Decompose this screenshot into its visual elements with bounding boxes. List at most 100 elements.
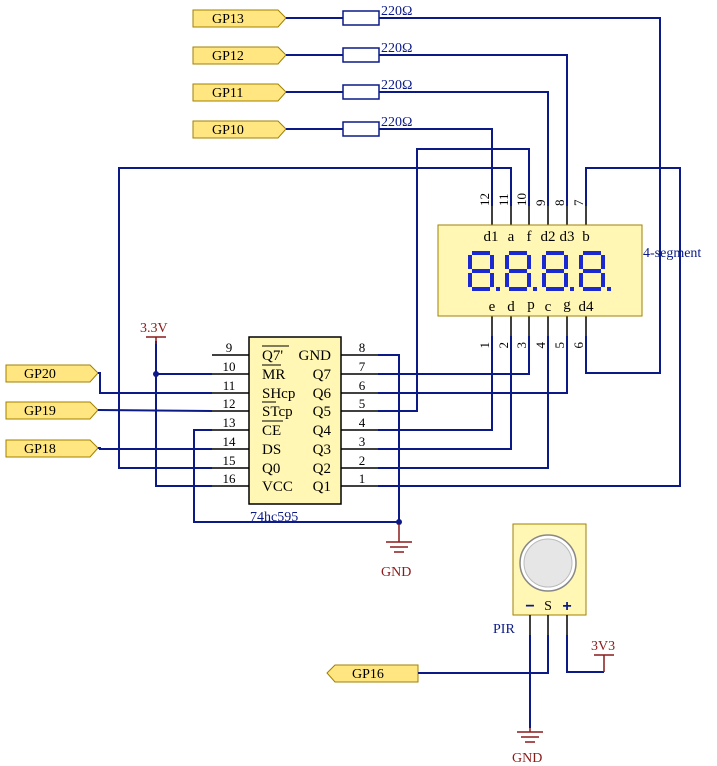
digit-2-segment-2 <box>527 273 531 287</box>
ground-symbol-pir: GND <box>512 728 543 766</box>
digit-1-segment-0 <box>472 251 490 255</box>
net-label-gp19: GP19 <box>5 401 99 420</box>
svg-text:5: 5 <box>359 396 366 411</box>
svg-text:GP11: GP11 <box>212 86 243 101</box>
svg-text:Q2: Q2 <box>313 461 331 477</box>
digit-4-segment-5 <box>579 255 583 269</box>
svg-text:Q6: Q6 <box>313 386 332 402</box>
svg-text:GP10: GP10 <box>212 123 244 138</box>
svg-text:2: 2 <box>359 453 366 468</box>
svg-text:15: 15 <box>223 453 236 468</box>
svg-text:11: 11 <box>223 378 236 393</box>
digit-3-segment-0 <box>546 251 564 255</box>
svg-text:Q7': Q7' <box>262 348 283 364</box>
shift-register-74hc595: 9 10 11 12 13 14 15 16 Q7' MR SHcp STcp … <box>212 336 378 525</box>
digit-3 <box>542 251 574 291</box>
pir-plus-label: + <box>562 598 571 615</box>
svg-text:Q7: Q7 <box>313 367 332 383</box>
digit-4-segment-2 <box>601 273 605 287</box>
svg-text:12: 12 <box>223 396 236 411</box>
net-label-gp11: GP11 <box>192 83 287 102</box>
svg-text:3V3: 3V3 <box>591 639 615 654</box>
svg-text:3: 3 <box>514 342 529 349</box>
svg-text:p: p <box>527 297 535 313</box>
digit-4-decimal-point <box>607 287 611 291</box>
svg-text:d4: d4 <box>579 299 595 315</box>
svg-text:GND: GND <box>512 751 542 766</box>
svg-text:16: 16 <box>223 471 237 486</box>
pir-signal-label: S <box>544 599 552 614</box>
digit-1-segment-4 <box>468 273 472 287</box>
net-label-gp16: GP16 <box>326 664 419 683</box>
svg-text:Q1: Q1 <box>313 479 331 495</box>
digit-3-segment-4 <box>542 273 546 287</box>
wires-gp-to-ic <box>97 341 213 487</box>
svg-text:7: 7 <box>359 359 366 374</box>
svg-text:GND: GND <box>299 348 332 364</box>
resistor-r3: 220Ω <box>286 78 412 100</box>
digit-4-segment-3 <box>583 287 601 291</box>
digit-2-segment-6 <box>509 269 527 273</box>
digit-2 <box>505 251 537 291</box>
svg-text:13: 13 <box>223 415 236 430</box>
svg-text:d3: d3 <box>560 229 575 245</box>
svg-text:MR: MR <box>262 367 285 383</box>
svg-text:GP12: GP12 <box>212 49 244 64</box>
svg-text:3.3V: 3.3V <box>140 321 168 336</box>
svg-text:220Ω: 220Ω <box>381 4 412 19</box>
svg-text:c: c <box>545 299 552 315</box>
digit-3-segment-2 <box>564 273 568 287</box>
svg-text:d1: d1 <box>484 229 499 245</box>
svg-text:GND: GND <box>381 565 411 580</box>
svg-text:3: 3 <box>359 434 366 449</box>
svg-text:5: 5 <box>552 342 567 349</box>
svg-text:220Ω: 220Ω <box>381 41 412 56</box>
svg-text:VCC: VCC <box>262 479 293 495</box>
digit-1 <box>468 251 500 291</box>
digit-2-segment-1 <box>527 255 531 269</box>
svg-text:DS: DS <box>262 442 281 458</box>
digit-1-segment-2 <box>490 273 494 287</box>
wires-outputs-to-display <box>118 148 681 525</box>
digit-1-segment-1 <box>490 255 494 269</box>
digit-4 <box>579 251 611 291</box>
svg-text:Q3: Q3 <box>313 442 331 458</box>
digit-2-segment-3 <box>509 287 527 291</box>
svg-text:e: e <box>489 299 496 315</box>
svg-text:12: 12 <box>477 193 492 206</box>
wires-resistors-to-display <box>379 17 661 374</box>
svg-text:4: 4 <box>533 342 548 349</box>
svg-text:Q4: Q4 <box>313 423 332 439</box>
digit-4-segment-1 <box>601 255 605 269</box>
pir-name: PIR <box>493 622 515 637</box>
resistor-r1: 220Ω <box>286 4 412 26</box>
net-label-gp13: GP13 <box>192 9 287 28</box>
svg-text:10: 10 <box>223 359 236 374</box>
digit-3-segment-1 <box>564 255 568 269</box>
ground-symbol-ic: GND <box>381 524 412 580</box>
svg-text:6: 6 <box>359 378 366 393</box>
svg-text:1: 1 <box>359 471 366 486</box>
svg-text:STcp: STcp <box>262 404 293 420</box>
svg-text:2: 2 <box>496 342 511 349</box>
digit-2-segment-0 <box>509 251 527 255</box>
svg-text:a: a <box>508 229 515 245</box>
svg-text:8: 8 <box>359 340 366 355</box>
digit-2-segment-4 <box>505 273 509 287</box>
svg-text:g: g <box>563 297 571 313</box>
svg-text:Q0: Q0 <box>262 461 280 477</box>
digit-3-segment-6 <box>546 269 564 273</box>
svg-text:GP16: GP16 <box>352 667 384 682</box>
svg-text:4: 4 <box>359 415 366 430</box>
digit-4-segment-6 <box>583 269 601 273</box>
svg-text:220Ω: 220Ω <box>381 115 412 130</box>
pir-sensor: − S + PIR <box>493 523 587 637</box>
net-label-gp12: GP12 <box>192 46 287 65</box>
net-label-gp20: GP20 <box>5 364 99 383</box>
svg-text:GP13: GP13 <box>212 12 244 27</box>
svg-text:6: 6 <box>571 342 586 349</box>
net-label-gp18: GP18 <box>5 439 99 458</box>
resistor-r4: 220Ω <box>286 115 412 137</box>
svg-text:14: 14 <box>223 434 237 449</box>
